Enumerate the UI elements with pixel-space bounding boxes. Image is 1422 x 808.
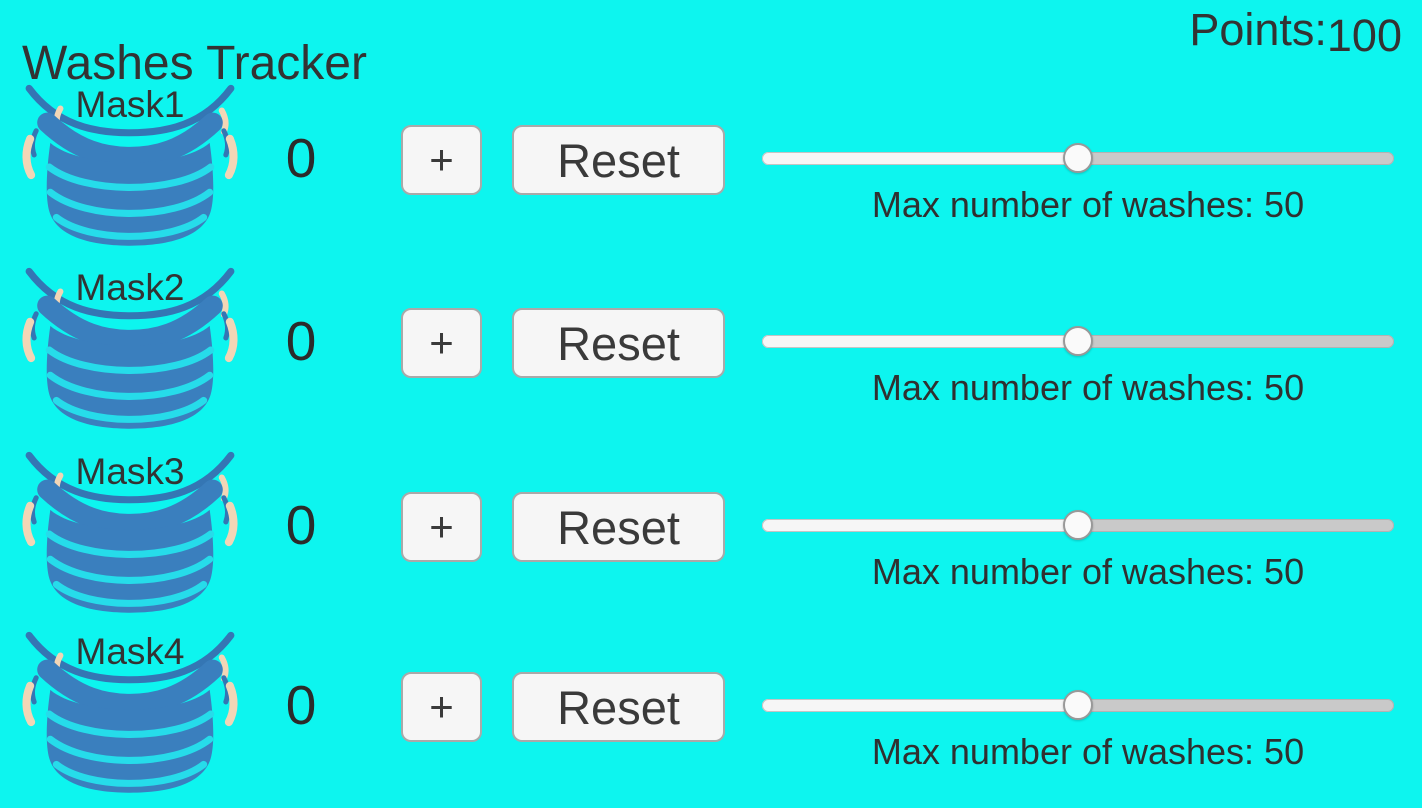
increment-wash-button[interactable]: + (401, 125, 482, 195)
mask-row: Mask2 0 + Reset Max number of washes: 50 (0, 261, 1422, 444)
increment-wash-button[interactable]: + (401, 492, 482, 562)
reset-button[interactable]: Reset (512, 492, 725, 562)
face-mask-icon: Mask1 (14, 78, 246, 248)
max-washes-slider[interactable] (762, 689, 1394, 721)
mask-row: Mask3 0 + Reset Max number of washes: 50 (0, 445, 1422, 628)
mask-row: Mask4 0 + Reset Max number of washes: 50 (0, 625, 1422, 808)
slider-thumb[interactable] (1063, 326, 1093, 356)
wash-count: 0 (285, 127, 317, 189)
max-washes-label: Max number of washes: 50 (871, 731, 1305, 772)
mask-label: Mask3 (75, 451, 185, 492)
face-mask-icon: Mask4 (14, 625, 246, 795)
wash-count: 0 (285, 674, 317, 736)
slider-track-fill (762, 699, 1078, 712)
max-washes-slider[interactable] (762, 325, 1394, 357)
reset-button[interactable]: Reset (512, 125, 725, 195)
mask-row: Mask1 0 + Reset Max number of washes: 50 (0, 78, 1422, 261)
slider-thumb[interactable] (1063, 690, 1093, 720)
max-washes-label: Max number of washes: 50 (871, 367, 1305, 408)
points-label: Points: (1189, 4, 1327, 55)
slider-track-fill (762, 152, 1078, 165)
mask-label: Mask2 (75, 267, 185, 308)
reset-button[interactable]: Reset (512, 672, 725, 742)
increment-wash-button[interactable]: + (401, 308, 482, 378)
face-mask-icon: Mask2 (14, 261, 246, 431)
slider-thumb[interactable] (1063, 143, 1093, 173)
slider-thumb[interactable] (1063, 510, 1093, 540)
slider-track-fill (762, 335, 1078, 348)
wash-count: 0 (285, 494, 317, 556)
slider-track-fill (762, 519, 1078, 532)
max-washes-slider[interactable] (762, 509, 1394, 541)
max-washes-slider[interactable] (762, 142, 1394, 174)
mask-label: Mask1 (75, 84, 185, 125)
reset-button[interactable]: Reset (512, 308, 725, 378)
increment-wash-button[interactable]: + (401, 672, 482, 742)
mask-label: Mask4 (75, 631, 185, 672)
points-value: 100 (1326, 10, 1402, 61)
max-washes-label: Max number of washes: 50 (871, 184, 1305, 225)
face-mask-icon: Mask3 (14, 445, 246, 615)
points-display: Points:100 (1189, 4, 1402, 61)
page-title: Washes Tracker (22, 37, 367, 91)
wash-count: 0 (285, 310, 317, 372)
max-washes-label: Max number of washes: 50 (871, 551, 1305, 592)
